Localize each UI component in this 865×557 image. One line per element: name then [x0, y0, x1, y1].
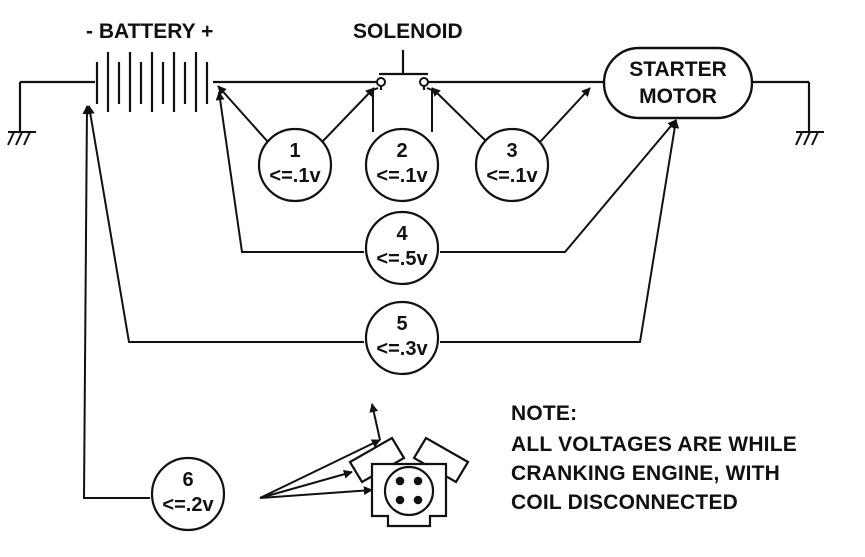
- test-5-number: 5: [396, 313, 407, 335]
- test-6-number: 6: [182, 469, 193, 491]
- solenoid-label: SOLENOID: [353, 20, 463, 43]
- test-3: 3 <=.1v: [474, 127, 550, 203]
- test-leads: [82, 85, 680, 499]
- note-block: NOTE: ALL VOLTAGES ARE WHILE CRANKING EN…: [511, 402, 797, 514]
- note-line: COIL DISCONNECTED: [511, 491, 738, 514]
- starter-label-line1: STARTER: [629, 58, 727, 81]
- note-line: ALL VOLTAGES ARE WHILE: [511, 433, 797, 456]
- test-1-value: <=.1v: [269, 165, 321, 187]
- note-title: NOTE:: [511, 402, 577, 425]
- test-3-number: 3: [506, 140, 517, 162]
- ground-left-icon: [7, 82, 36, 146]
- test-4-value: <=.5v: [376, 248, 428, 270]
- ground-right-icon: [795, 82, 824, 146]
- test-4: 4 <=.5v: [364, 210, 440, 286]
- test-1: 1 <=.1v: [257, 127, 333, 203]
- battery-symbol: [95, 52, 209, 112]
- test-2-value: <=.1v: [376, 165, 428, 187]
- test-3-value: <=.1v: [486, 165, 538, 187]
- test-5-value: <=.3v: [376, 338, 428, 360]
- test-2: 2 <=.1v: [364, 127, 440, 203]
- test-6: 6 <=.2v: [150, 456, 226, 532]
- starter-label-line2: MOTOR: [639, 85, 717, 108]
- note-line: CRANKING ENGINE, WITH: [511, 462, 780, 485]
- engine-block-icon: [348, 436, 470, 528]
- test-1-number: 1: [289, 140, 300, 162]
- test-5: 5 <=.3v: [364, 300, 440, 376]
- solenoid-symbol: [376, 50, 429, 90]
- starter-motor: STARTER MOTOR: [602, 46, 754, 120]
- battery-label: - BATTERY +: [86, 20, 213, 43]
- test-2-number: 2: [396, 140, 407, 162]
- test-6-value: <=.2v: [162, 494, 214, 516]
- test-4-number: 4: [396, 223, 408, 245]
